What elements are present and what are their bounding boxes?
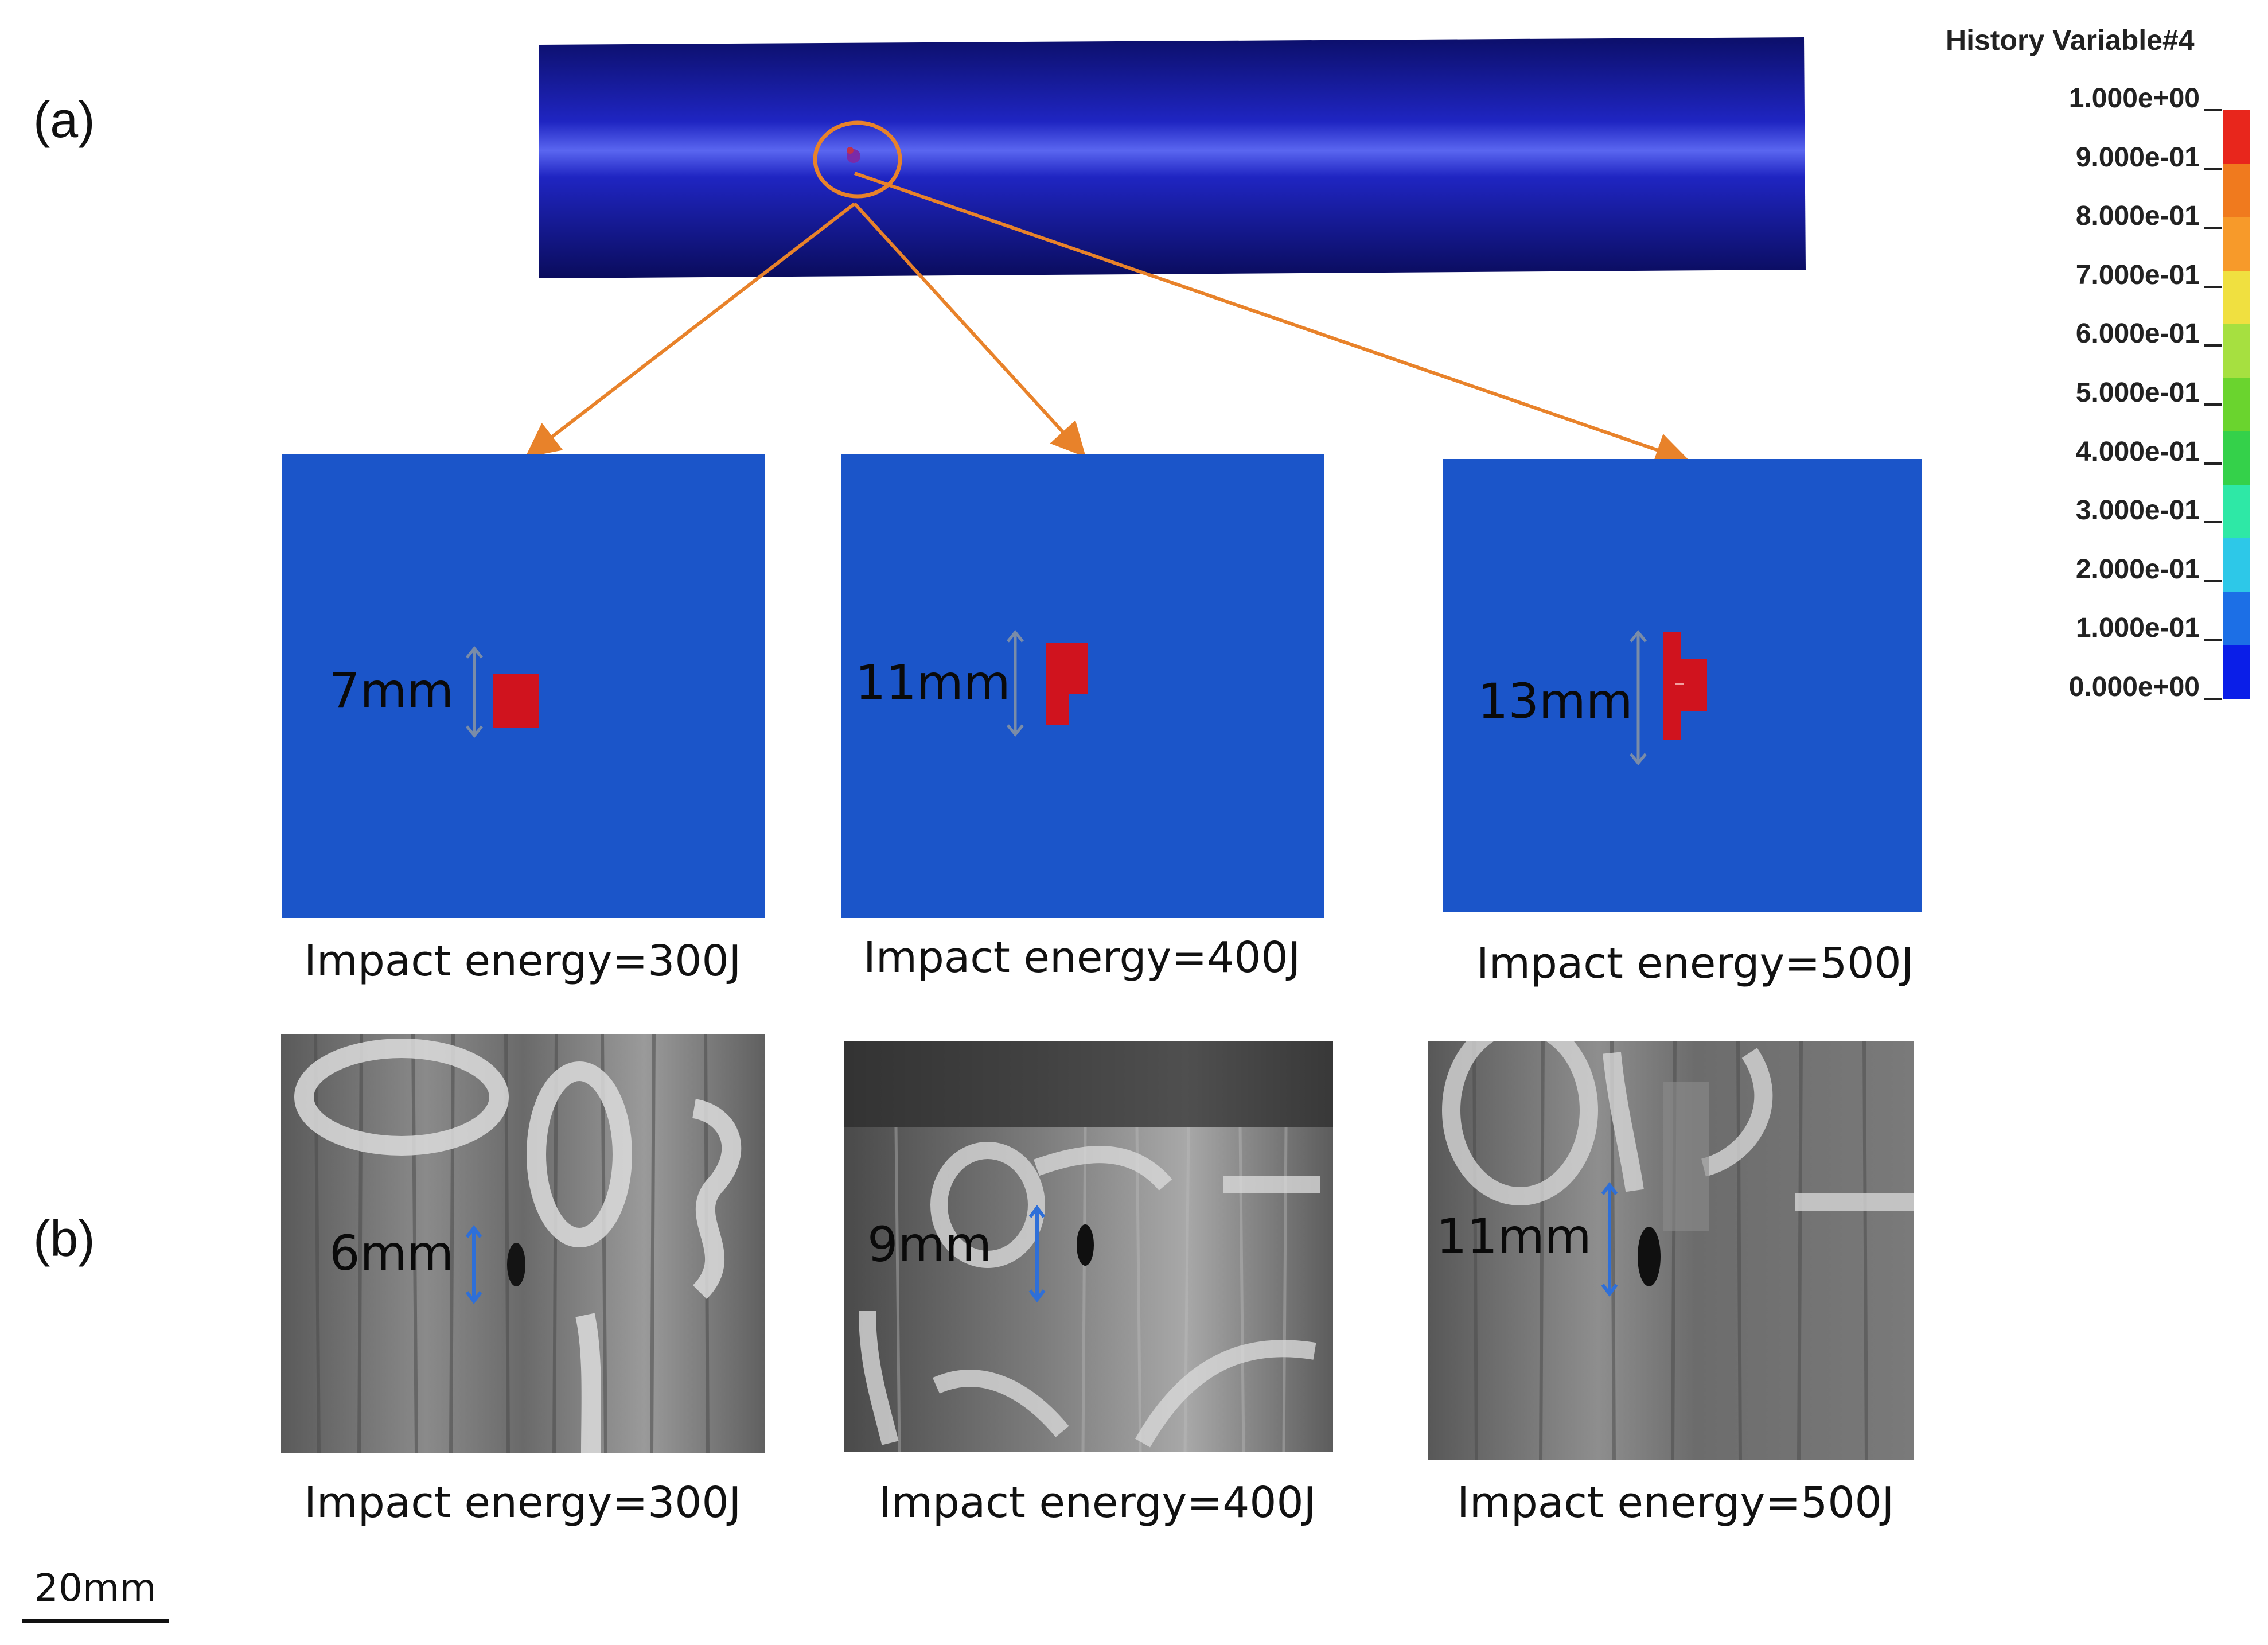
legend-tick-label: 5.000e-01 <box>2075 378 2200 408</box>
legend-tick-mark <box>2204 109 2222 111</box>
legend-tick-mark <box>2204 580 2222 582</box>
exp-caption-400j: Impact energy=400J <box>879 1478 1316 1527</box>
sim-caption-300j: Impact energy=300J <box>304 936 742 986</box>
legend-color-bar <box>2223 110 2250 699</box>
legend-title: History Variable#4 <box>1946 24 2195 56</box>
sim-result-300j: 7mm <box>282 454 765 918</box>
exp-caption-300j: Impact energy=300J <box>304 1478 742 1527</box>
legend-tick-mark <box>2204 285 2222 288</box>
pipe-body <box>539 37 1806 278</box>
legend-tick-label: 1.000e-01 <box>2075 613 2200 644</box>
scale-bar-label: 20mm <box>34 1566 157 1610</box>
scale-bar-line <box>22 1619 169 1623</box>
legend-tick-mark <box>2204 403 2222 406</box>
legend-tick-label: 4.000e-01 <box>2075 436 2200 467</box>
legend-tick-label: 9.000e-01 <box>2075 142 2200 173</box>
sim-caption-500j: Impact energy=500J <box>1476 939 1914 988</box>
legend-tick-label: 1.000e+00 <box>2068 83 2200 114</box>
sim-measure-label: 11mm <box>855 655 1011 711</box>
legend-tick-label: 7.000e-01 <box>2075 259 2200 290</box>
sim-result-500j: 13mm <box>1443 459 1922 912</box>
legend-color-segment <box>2223 538 2250 592</box>
legend-tick-mark <box>2204 639 2222 641</box>
experiment-photo-400j: 9mm <box>844 1041 1333 1452</box>
legend-tick-mark <box>2204 698 2222 700</box>
zoom-arrow-300j <box>525 202 856 458</box>
legend-tick-label: 6.000e-01 <box>2075 318 2200 349</box>
legend-color-segment <box>2223 592 2250 645</box>
legend-tick-mark <box>2204 521 2222 524</box>
legend-tick-mark <box>2204 168 2222 170</box>
legend-tick-label: 0.000e+00 <box>2068 672 2200 702</box>
exp-caption-500j: Impact energy=500J <box>1457 1478 1895 1527</box>
sim-measure-label: 7mm <box>329 663 454 719</box>
legend-tick-label: 2.000e-01 <box>2075 554 2200 585</box>
legend-color-segment <box>2223 270 2250 325</box>
legend-tick-label: 8.000e-01 <box>2075 201 2200 232</box>
damage-region <box>1663 632 1707 740</box>
legend-color-segment <box>2223 645 2250 699</box>
exp-measure-label: 11mm <box>1436 1208 1592 1265</box>
legend-color-segment <box>2223 484 2250 539</box>
legend-tick-mark <box>2204 344 2222 347</box>
zoom-arrow-500j <box>854 172 1690 466</box>
experiment-photo-500j: 11mm <box>1428 1041 1914 1460</box>
legend-tick-label: 3.000e-01 <box>2075 495 2200 526</box>
legend-tick-mark <box>2204 462 2222 465</box>
sim-measure-label: 13mm <box>1478 673 1633 729</box>
sim-caption-400j: Impact energy=400J <box>863 933 1301 982</box>
legend-color-segment <box>2223 110 2250 164</box>
panel-label-b: (b) <box>33 1210 95 1267</box>
legend-color-segment <box>2223 378 2250 431</box>
legend-color-segment <box>2223 217 2250 271</box>
exp-measure-label: 6mm <box>329 1225 454 1281</box>
legend-color-segment <box>2223 324 2250 378</box>
exp-measure-label: 9mm <box>867 1216 992 1273</box>
damage-region <box>493 674 539 728</box>
impact-highlight-circle <box>813 120 902 199</box>
sim-result-400j: 11mm <box>841 454 1324 918</box>
zoom-arrow-400j <box>853 202 1086 457</box>
legend-color-segment <box>2223 164 2250 217</box>
panel-label-a: (a) <box>33 91 95 148</box>
legend-color-segment <box>2223 431 2250 485</box>
pipe-model-figure <box>525 37 1806 466</box>
damage-region <box>1046 643 1088 725</box>
legend-tick-mark <box>2204 227 2222 230</box>
experiment-photo-300j: 6mm <box>281 1034 765 1453</box>
